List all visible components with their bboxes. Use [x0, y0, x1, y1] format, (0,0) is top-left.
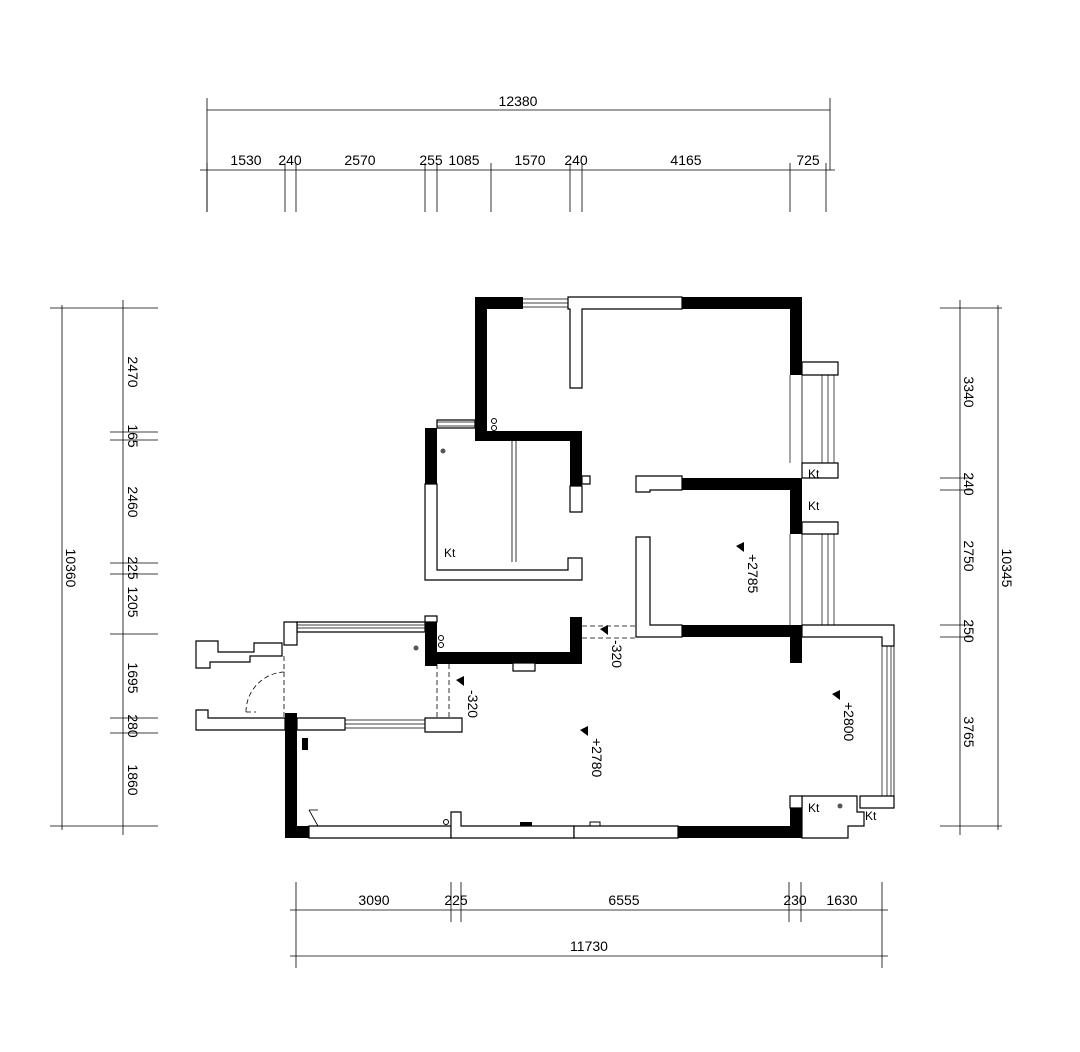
top-dim-8: 4165 — [670, 152, 701, 168]
left-dim-5: 1205 — [125, 586, 141, 617]
kt-mark-2: Kt — [808, 499, 820, 513]
kt-mark-5: Kt — [865, 809, 877, 823]
left-dim-3: 2460 — [125, 486, 141, 517]
bottom-dim-2: 225 — [444, 892, 468, 908]
kt-mark-3: Kt — [444, 546, 456, 560]
top-dim-6: 1570 — [514, 152, 545, 168]
level-living: +2780 — [589, 738, 605, 778]
top-dim-3: 2570 — [344, 152, 375, 168]
level-bedroom-right: +2785 — [745, 554, 761, 594]
right-dimension-chain: 10345 3340 240 2750 250 3765 — [940, 300, 1015, 835]
left-dim-4: 225 — [125, 556, 141, 580]
top-dim-9: 725 — [796, 152, 820, 168]
right-dim-5: 3765 — [961, 716, 977, 747]
level-markers: +2785 +2780 +2800 -320 -320 — [456, 542, 857, 778]
right-total-dim: 10345 — [999, 549, 1015, 588]
left-dim-7: 280 — [125, 714, 141, 738]
left-total-dim: 10360 — [63, 549, 79, 588]
left-dim-1: 2470 — [125, 356, 141, 387]
right-dim-1: 3340 — [961, 376, 977, 407]
right-dim-4: 250 — [961, 619, 977, 643]
partition-walls — [195, 296, 895, 839]
right-dim-3: 2750 — [961, 540, 977, 571]
top-dim-2: 240 — [278, 152, 302, 168]
kt-mark-4: Kt — [808, 801, 820, 815]
top-dimension-chain: 12380 1530 240 2570 255 1085 1570 240 41… — [200, 93, 835, 212]
top-dim-7: 240 — [564, 152, 588, 168]
bottom-dim-3: 6555 — [608, 892, 639, 908]
right-dim-2: 240 — [961, 472, 977, 496]
level-step-1: -320 — [609, 640, 625, 668]
top-total-dim: 12380 — [499, 93, 538, 109]
structural-walls — [285, 297, 802, 838]
windows — [297, 298, 892, 796]
left-dimension-chain: 10360 2470 165 2460 225 1205 1695 280 18… — [50, 300, 158, 835]
level-step-2: -320 — [465, 690, 481, 718]
left-dim-8: 1860 — [125, 764, 141, 795]
bottom-dim-1: 3090 — [358, 892, 389, 908]
top-dim-4: 255 — [419, 152, 443, 168]
doors-and-openings — [245, 441, 636, 718]
bottom-total-dim: 11730 — [570, 938, 608, 954]
outline-lines — [308, 375, 895, 827]
fixture-symbols — [302, 418, 843, 827]
top-dim-5: 1085 — [448, 152, 479, 168]
left-dim-2: 165 — [125, 424, 141, 448]
kt-mark-1: Kt — [808, 467, 820, 481]
top-dim-1: 1530 — [230, 152, 261, 168]
bottom-dim-4: 230 — [783, 892, 807, 908]
bottom-dimension-chain: 3090 225 6555 230 1630 11730 — [290, 882, 888, 968]
bottom-dim-5: 1630 — [826, 892, 857, 908]
left-dim-6: 1695 — [125, 662, 141, 693]
level-balcony: +2800 — [841, 702, 857, 742]
kt-marks: Kt Kt Kt Kt Kt — [444, 467, 877, 823]
